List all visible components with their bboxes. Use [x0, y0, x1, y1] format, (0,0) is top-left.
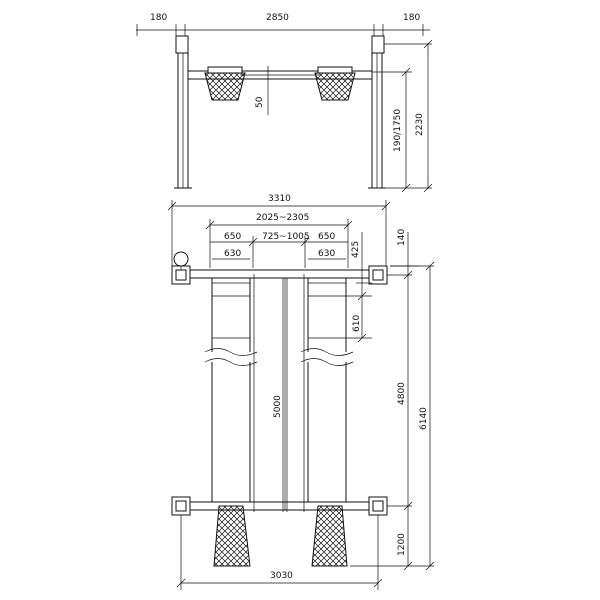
- dim-turn-plate: 610: [352, 315, 362, 332]
- top-runway-right: [300, 278, 354, 502]
- dim-track-gap: 725~1005: [262, 232, 310, 242]
- control-knob-icon: [173, 251, 189, 267]
- front-right-post: [368, 35, 386, 189]
- dim-right-offset: 180: [403, 13, 420, 23]
- dim-left-offset: 180: [150, 13, 167, 23]
- dim-plate-left: 630: [224, 249, 241, 259]
- top-rear-crossbeam: [171, 496, 388, 516]
- dim-height-total: 2230: [415, 113, 425, 136]
- dim-ramp-length: 1200: [397, 533, 407, 556]
- dim-lift-height: 190/1750: [393, 109, 403, 152]
- front-runway-right: [314, 66, 356, 101]
- dim-span: 2850: [266, 13, 289, 23]
- ramp-left: [213, 505, 251, 567]
- top-front-crossbeam: [171, 251, 388, 285]
- dim-overall-width: 3310: [268, 194, 291, 204]
- top-view: 3310 2025~2305 650 725~1005 650 630 630: [167, 194, 435, 590]
- dim-plate-depth: 425: [351, 241, 361, 258]
- front-runway-left: [204, 66, 246, 101]
- dim-post-spacing: 4800: [397, 382, 407, 405]
- dim-pad-thickness: 50: [255, 96, 265, 108]
- dim-track-width-left: 650: [224, 232, 241, 242]
- dim-track-spacing: 2025~2305: [256, 213, 309, 223]
- dim-base-width: 3030: [270, 571, 293, 581]
- dim-plate-right: 630: [318, 249, 335, 259]
- dim-offset-top: 140: [397, 229, 407, 246]
- dim-runway-length: 5000: [273, 395, 283, 418]
- front-left-post: [174, 35, 192, 189]
- front-view: 180 2850 180: [136, 13, 433, 193]
- top-runway-left: [204, 278, 258, 502]
- ramp-right: [311, 505, 348, 567]
- dim-overall-length: 6140: [419, 407, 429, 430]
- dim-track-width-right: 650: [318, 232, 335, 242]
